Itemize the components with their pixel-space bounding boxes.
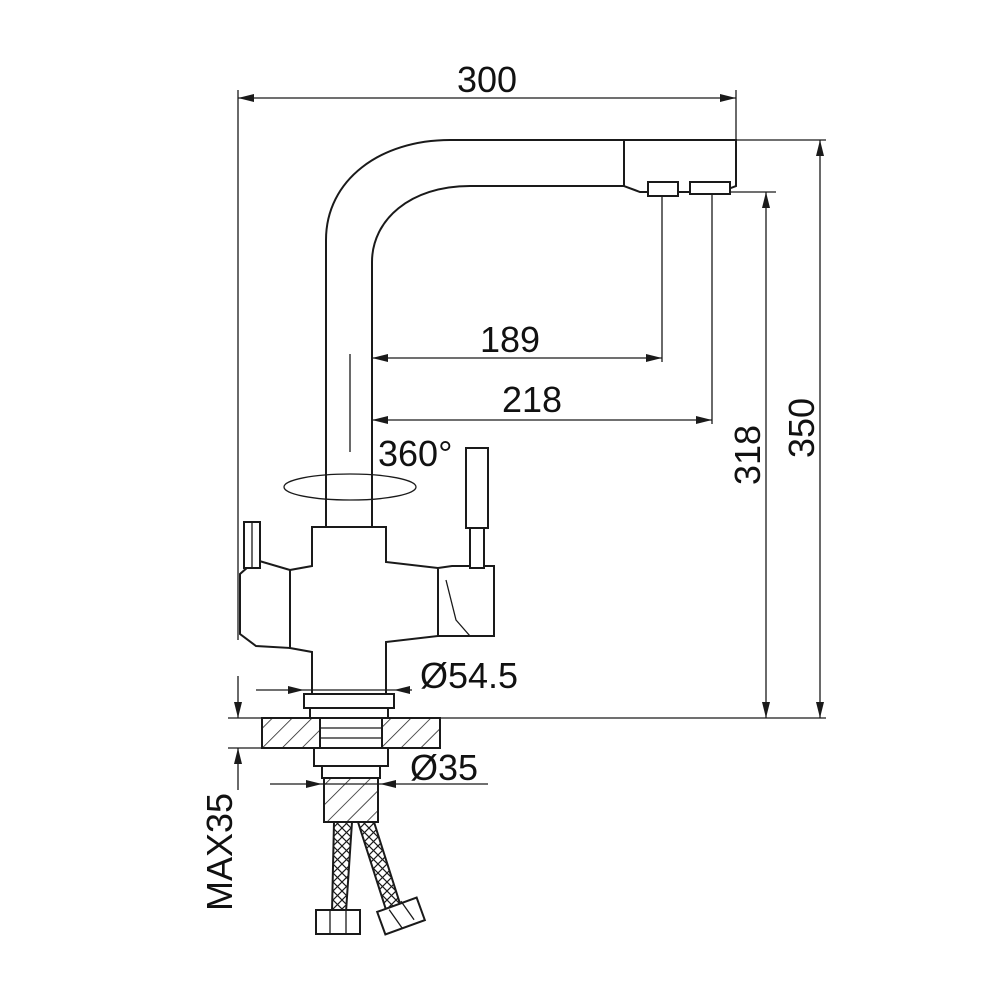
dim-reach-outlet-1: 189 bbox=[480, 319, 540, 360]
faucet-main-body bbox=[289, 526, 439, 695]
dim-reach-outlet-2: 218 bbox=[502, 379, 562, 420]
hose-nut-left bbox=[315, 909, 361, 935]
supply-hoses bbox=[315, 821, 427, 936]
outlet-nozzle-2 bbox=[689, 181, 731, 195]
mounting-nut bbox=[313, 747, 389, 767]
dim-base-diameter: Ø54.5 bbox=[420, 655, 518, 696]
hose-right bbox=[356, 821, 404, 918]
base-collar bbox=[303, 693, 395, 709]
threaded-shank bbox=[319, 717, 383, 749]
dim-rotation: 360° bbox=[378, 433, 452, 474]
mounting-block bbox=[323, 777, 379, 823]
faucet-outline bbox=[239, 139, 737, 719]
spout-neck-inner bbox=[371, 185, 624, 527]
hose-left bbox=[330, 821, 354, 913]
dim-spout-height: 318 bbox=[727, 425, 768, 485]
counter-right bbox=[381, 717, 441, 749]
right-lever-handle bbox=[465, 447, 489, 529]
dim-overall-reach: 300 bbox=[457, 59, 517, 100]
dim-thread-diameter: Ø35 bbox=[410, 747, 478, 788]
dim-max-counter-thickness: MAX35 bbox=[199, 793, 240, 911]
hose-nut-right bbox=[375, 896, 427, 936]
counter-section bbox=[261, 717, 441, 823]
left-lever-housing bbox=[239, 558, 291, 650]
spout-neck bbox=[325, 139, 624, 527]
counter-left bbox=[261, 717, 321, 749]
dimension-lines bbox=[228, 90, 826, 790]
rotation-indicator bbox=[283, 473, 417, 501]
dim-overall-height: 350 bbox=[781, 398, 822, 458]
right-lever-stem bbox=[469, 527, 485, 569]
right-lever-housing bbox=[437, 565, 495, 637]
outlet-nozzle-1 bbox=[647, 181, 679, 197]
